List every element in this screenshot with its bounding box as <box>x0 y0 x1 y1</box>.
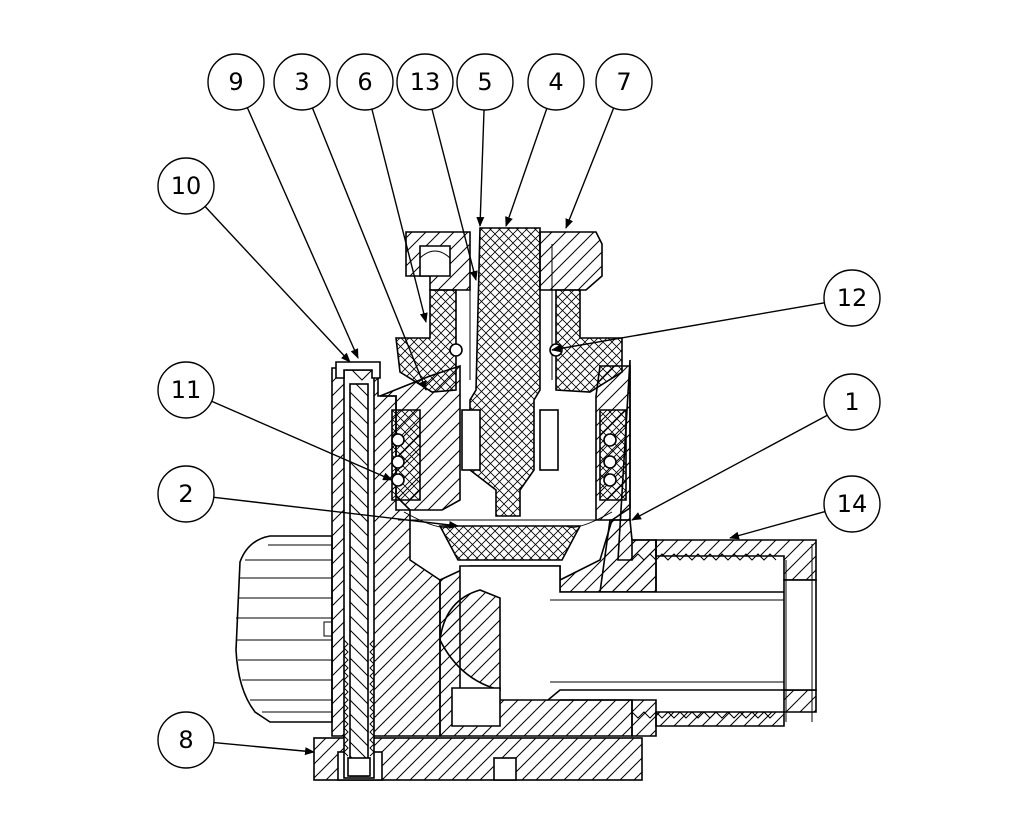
compression-nut <box>631 539 817 727</box>
leader-line-5 <box>476 109 485 227</box>
balloon-label-6: 6 <box>357 68 372 96</box>
leader-line-13 <box>431 108 478 281</box>
balloon-10 <box>157 157 215 215</box>
balloon-label-14: 14 <box>837 490 868 518</box>
leader-line-14 <box>729 510 826 540</box>
leader-line-11 <box>211 400 393 481</box>
balloon-label-12: 12 <box>837 284 868 312</box>
balloon-11 <box>157 361 215 419</box>
balloon-label-13: 13 <box>410 68 441 96</box>
balloon-label-4: 4 <box>548 68 563 96</box>
leader-line-9 <box>246 107 359 359</box>
balloon-label-7: 7 <box>616 68 631 96</box>
leader-line-2 <box>213 496 459 529</box>
o-rings <box>391 343 617 487</box>
balloon-2 <box>157 465 215 523</box>
balloon-12 <box>823 269 881 327</box>
handle-cap <box>405 231 603 291</box>
balloon-label-1: 1 <box>844 388 859 416</box>
leader-line-8 <box>213 741 315 756</box>
leader-line-1 <box>631 414 828 521</box>
balloon-label-11: 11 <box>171 376 202 404</box>
leader-line-6 <box>371 108 428 323</box>
balloon-5 <box>456 53 514 111</box>
balloon-6 <box>336 53 394 111</box>
balloon-7 <box>595 53 653 111</box>
leader-line-7 <box>565 107 615 229</box>
gland-nut <box>395 289 623 393</box>
leader-line-4 <box>505 108 548 227</box>
balloon-4 <box>527 53 585 111</box>
leader-line-3 <box>311 107 427 391</box>
balloon-label-9: 9 <box>228 68 243 96</box>
balloon-label-5: 5 <box>477 68 492 96</box>
retaining-clip <box>335 361 381 381</box>
stem <box>461 227 559 517</box>
balloon-14 <box>823 475 881 533</box>
seat-disc <box>398 511 613 561</box>
balloon-13 <box>396 53 454 111</box>
balloon-label-8: 8 <box>178 726 193 754</box>
balloon-1 <box>823 373 881 431</box>
balloon-3 <box>273 53 331 111</box>
balloon-label-10: 10 <box>171 172 202 200</box>
balloon-label-3: 3 <box>294 68 309 96</box>
balloon-label-2: 2 <box>178 480 193 508</box>
balloon-9 <box>207 53 265 111</box>
leader-line-12 <box>551 302 825 353</box>
set-screw <box>343 369 375 779</box>
side-knob <box>235 535 333 723</box>
balloon-8 <box>157 711 215 769</box>
leader-line-10 <box>204 206 351 363</box>
